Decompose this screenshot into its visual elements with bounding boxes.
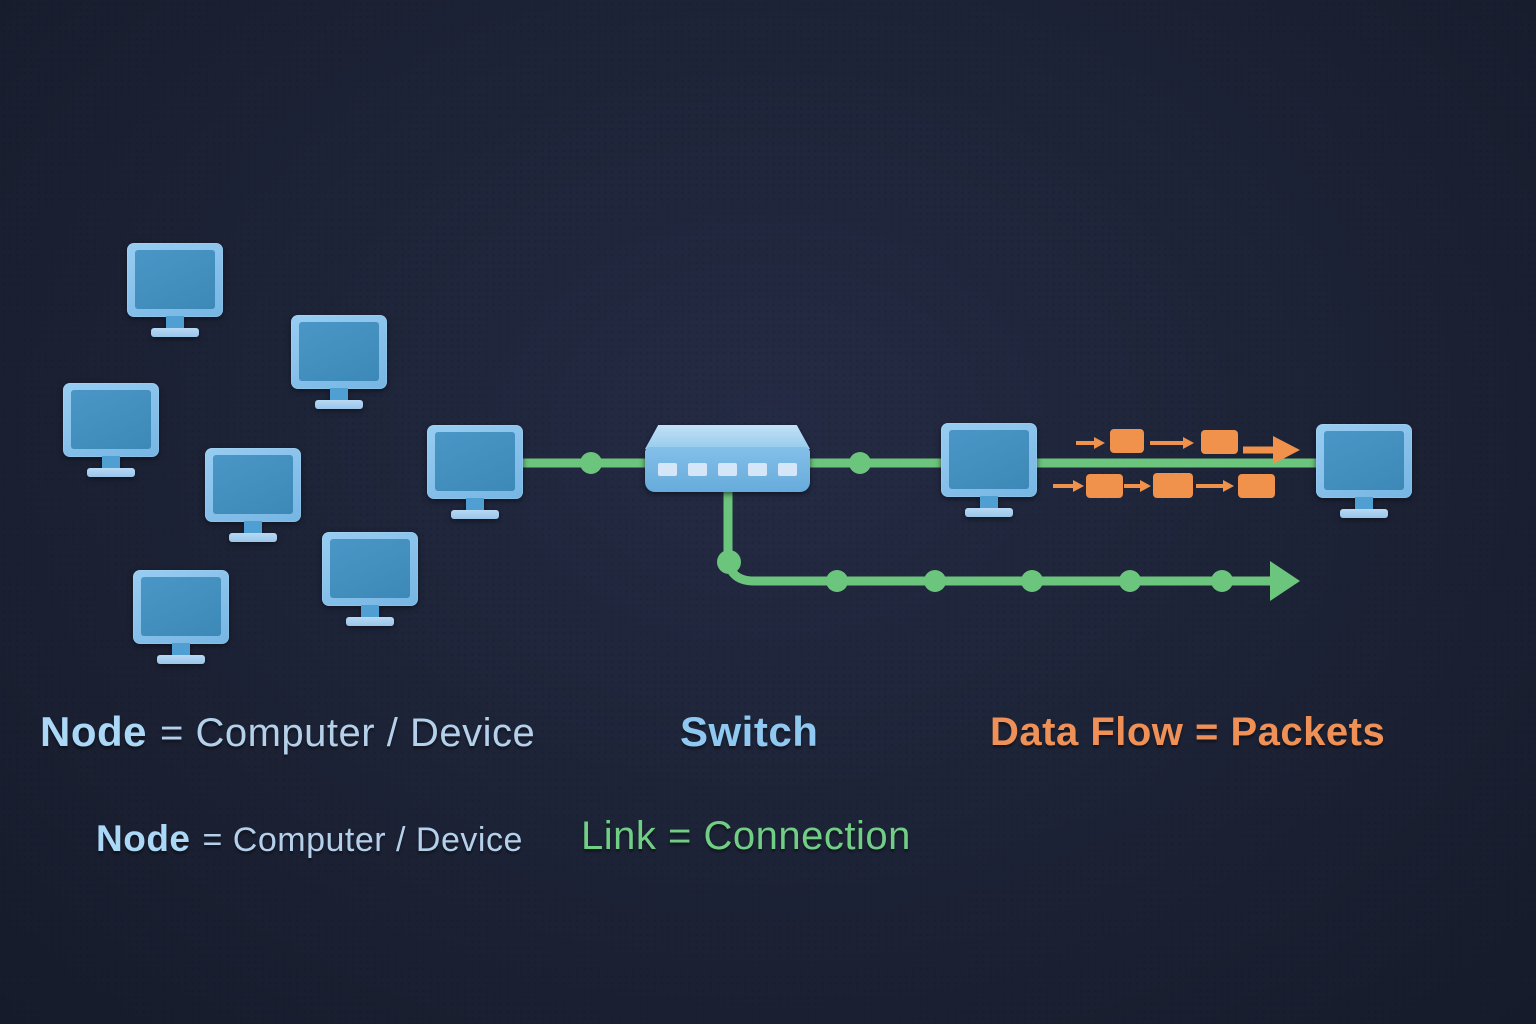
monitor-screen [1324, 431, 1404, 490]
switch-port [748, 463, 767, 476]
monitor-neck [166, 316, 184, 330]
monitor-frame [427, 425, 523, 499]
legend-link: Link = Connection [581, 814, 911, 859]
monitor-screen [435, 432, 515, 491]
monitor-frame [127, 243, 223, 317]
packet-box [1086, 474, 1123, 498]
monitor-frame [941, 423, 1037, 497]
legend-switch: Switch [680, 708, 818, 756]
monitor-frame [1316, 424, 1412, 498]
monitor-screen [330, 539, 410, 598]
switch-front-face [645, 447, 810, 492]
computer-node-icon [322, 532, 418, 626]
flow-arrowhead-icon [1270, 561, 1300, 601]
monitor-neck [980, 496, 998, 510]
link-dot [826, 570, 848, 592]
monitor-neck [244, 521, 262, 535]
packet-box [1153, 473, 1193, 498]
legend-node-definition: = Computer / Device [160, 711, 536, 755]
switch-icon [645, 425, 810, 492]
monitor-neck [1355, 497, 1373, 511]
monitor-base [965, 508, 1013, 517]
link-dot [924, 570, 946, 592]
link-dot [849, 452, 871, 474]
computer-node-icon [127, 243, 223, 337]
legend-node-term: Node [40, 708, 147, 755]
monitor-neck [361, 605, 379, 619]
monitor-base [315, 400, 363, 409]
switch-port [718, 463, 737, 476]
monitor-base [151, 328, 199, 337]
packet-arrow-icon [1073, 480, 1084, 492]
monitor-frame [133, 570, 229, 644]
switch-top-face [645, 425, 810, 449]
legend-node-term: Node [96, 818, 191, 859]
monitor-screen [299, 322, 379, 381]
monitor-screen [213, 455, 293, 514]
packet-box [1238, 474, 1275, 498]
switch-port [658, 463, 677, 476]
monitor-screen [135, 250, 215, 309]
monitor-base [1340, 509, 1388, 518]
monitor-neck [102, 456, 120, 470]
legend-node-primary: Node = Computer / Device [40, 708, 535, 756]
legend-data-flow: Data Flow = Packets [990, 710, 1385, 755]
link-dot [1021, 570, 1043, 592]
legend-data-flow-label: Data Flow = Packets [990, 710, 1386, 754]
packet-box [1110, 429, 1144, 453]
monitor-screen [71, 390, 151, 449]
computer-node-icon [205, 448, 301, 542]
packet-big-arrow-icon [1273, 436, 1300, 464]
legend-node-secondary: Node = Computer / Device [96, 818, 523, 860]
monitor-neck [466, 498, 484, 512]
monitor-base [157, 655, 205, 664]
link-dot [1119, 570, 1141, 592]
monitor-frame [205, 448, 301, 522]
monitor-neck [330, 388, 348, 402]
computer-node-icon [427, 425, 523, 519]
packet-arrow-icon [1183, 437, 1194, 449]
monitor-screen [949, 430, 1029, 489]
legend-switch-label: Switch [680, 708, 819, 755]
packet-arrow-icon [1140, 480, 1151, 492]
computer-node-icon [63, 383, 159, 477]
monitor-base [229, 533, 277, 542]
switch-port [688, 463, 707, 476]
monitor-frame [291, 315, 387, 389]
computer-node-icon [1316, 424, 1412, 518]
monitor-base [451, 510, 499, 519]
computer-node-icon [291, 315, 387, 409]
link-dot [580, 452, 602, 474]
switch-port [778, 463, 797, 476]
packet-arrow-icon [1223, 480, 1234, 492]
link-dot [717, 550, 741, 574]
monitor-neck [172, 643, 190, 657]
monitor-frame [322, 532, 418, 606]
legend-node-definition: = Computer / Device [202, 821, 523, 859]
packet-arrow-icon [1094, 437, 1105, 449]
computer-node-icon [941, 423, 1037, 517]
monitor-base [346, 617, 394, 626]
legend-link-label: Link = Connection [581, 814, 911, 858]
link-dot [1211, 570, 1233, 592]
monitor-frame [63, 383, 159, 457]
packet-box [1201, 430, 1238, 454]
computer-node-icon [133, 570, 229, 664]
monitor-base [87, 468, 135, 477]
monitor-screen [141, 577, 221, 636]
